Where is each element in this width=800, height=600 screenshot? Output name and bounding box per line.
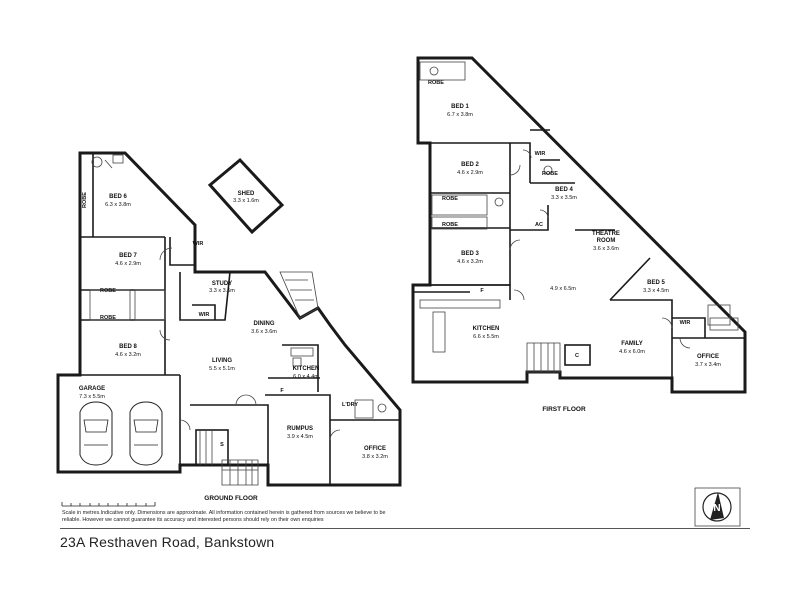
- bed5-name: BED 5: [647, 280, 665, 286]
- bed1-name: BED 1: [451, 104, 469, 110]
- theatre-name-line2: ROOM: [597, 238, 616, 244]
- disclaimer-text: Scale in metres.Indicative only. Dimensi…: [62, 510, 386, 523]
- scale-bar: [61, 502, 156, 507]
- study-name: STUDY: [212, 281, 232, 287]
- bed3-dim: 4.6 x 3.2m: [457, 259, 483, 265]
- bed7-name: BED 7: [119, 253, 137, 259]
- dining-dim: 3.6 x 3.6m: [251, 329, 277, 335]
- living-dim: 5.5 x 5.1m: [209, 366, 235, 372]
- family-name: FAMILY: [621, 341, 642, 347]
- bed8-name: BED 8: [119, 344, 137, 350]
- bed1-robe-tag: ROBE: [428, 80, 444, 86]
- office-first-name: OFFICE: [697, 354, 719, 360]
- first-floor-plan: [411, 56, 747, 394]
- bed1-wir-tag: WIR: [535, 151, 546, 157]
- rumpus-name: RUMPUS: [287, 426, 313, 432]
- bed5-dim: 3.3 x 4.5m: [643, 288, 669, 294]
- office-ground-name: OFFICE: [364, 446, 386, 452]
- compass-letter: N: [713, 503, 720, 514]
- rumpus-dim: 3.9 x 4.5m: [287, 434, 313, 440]
- bed3-robe-tag: ROBE: [442, 222, 458, 228]
- garage-car-icons: [79, 401, 163, 466]
- first-fridge-tag: F: [480, 288, 484, 294]
- bed6-robe-tag: ROBE: [82, 192, 88, 208]
- bed2-name: BED 2: [461, 162, 479, 168]
- dining-name: DINING: [254, 321, 275, 327]
- ground-floor-label: GROUND FLOOR: [204, 495, 258, 502]
- stair-storage-tag: S: [220, 442, 224, 448]
- north-compass-icon: N: [694, 487, 741, 527]
- bed1-dim: 6.7 x 3.8m: [447, 112, 473, 118]
- bed3-name: BED 3: [461, 251, 479, 257]
- ground-fridge-tag: F: [280, 388, 284, 394]
- bed7-robe-tag: ROBE: [100, 288, 116, 294]
- family-dim: 4.6 x 6.0m: [619, 349, 645, 355]
- shed-outline: [207, 157, 285, 235]
- footer-divider: [60, 528, 750, 529]
- theatre-dim: 3.6 x 3.6m: [593, 246, 619, 252]
- cupboard-tag: C: [575, 353, 579, 359]
- bed2-dim: 4.6 x 2.9m: [457, 170, 483, 176]
- kitchen-first-dim: 6.6 x 5.5m: [473, 334, 499, 340]
- bed4-robe-tag: ROBE: [542, 171, 558, 177]
- garage-name: GARAGE: [79, 386, 105, 392]
- laundry-tag: L'DRY: [342, 402, 358, 408]
- study-dim: 3.3 x 3.5m: [209, 288, 235, 294]
- living-name: LIVING: [212, 358, 232, 364]
- hall-dim: 4.9 x 6.5m: [550, 286, 576, 292]
- kitchen-ground-name: KITCHEN: [293, 366, 320, 372]
- first-floor-label: FIRST FLOOR: [542, 406, 586, 413]
- bed4-dim: 3.3 x 3.5m: [551, 195, 577, 201]
- bed4-name: BED 4: [555, 187, 573, 193]
- shed-name: SHED: [238, 191, 255, 197]
- bed8-dim: 4.6 x 3.2m: [115, 352, 141, 358]
- shed-dim: 3.3 x 1.6m: [233, 198, 259, 204]
- office-ground-dim: 3.8 x 3.2m: [362, 454, 388, 460]
- property-address: 23A Resthaven Road, Bankstown: [60, 534, 275, 550]
- ac-tag: AC: [535, 222, 543, 228]
- office-first-dim: 3.7 x 3.4m: [695, 362, 721, 368]
- ground-outer-wall: [56, 151, 402, 487]
- theatre-name: THEATRE: [592, 231, 620, 237]
- bed8-robe-tag: ROBE: [100, 315, 116, 321]
- kitchen-ground-dim: 6.0 x 4.4m: [293, 374, 319, 380]
- kitchen-first-name: KITCHEN: [473, 326, 500, 332]
- ground-floor-plan: [56, 151, 402, 487]
- study-wir-tag: WIR: [199, 312, 210, 318]
- bed5-wir-tag: WIR: [680, 320, 691, 326]
- garage-dim: 7.3 x 5.5m: [79, 394, 105, 400]
- bed6-dim: 6.3 x 3.8m: [105, 202, 131, 208]
- bed2-robe-tag: ROBE: [442, 196, 458, 202]
- bed7-dim: 4.6 x 2.9m: [115, 261, 141, 267]
- bed6-name: BED 6: [109, 194, 127, 200]
- ground-wir-tag: WIR: [193, 241, 204, 247]
